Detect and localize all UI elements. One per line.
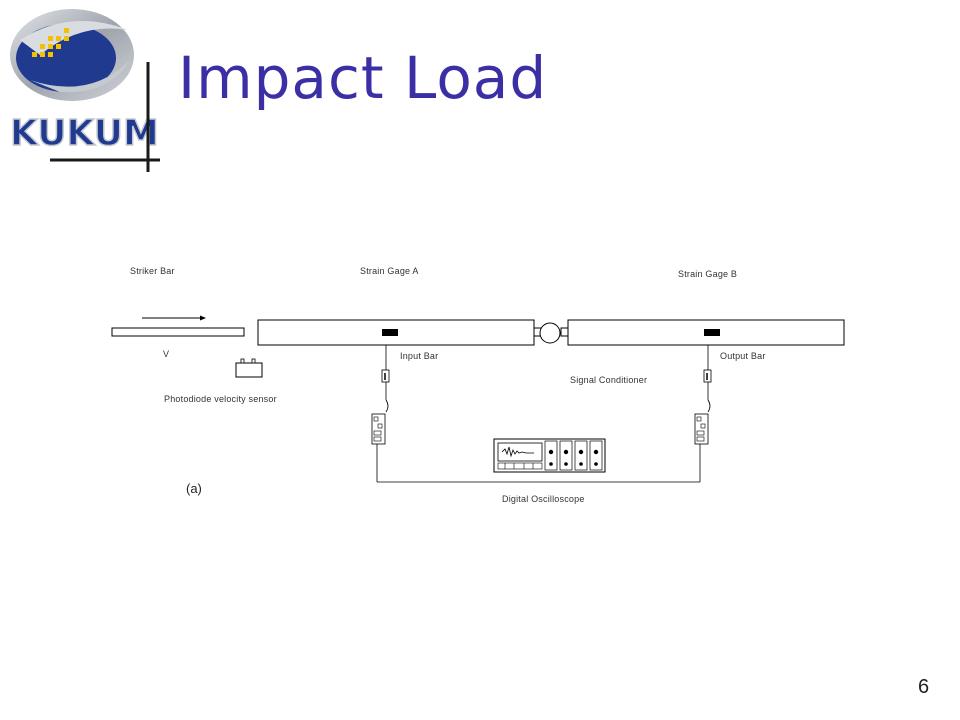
signal-conditioner-a <box>371 413 386 445</box>
label-strain-gage-b: Strain Gage B <box>678 269 738 279</box>
specimen <box>539 322 561 344</box>
kukum-logo: KUKUM <box>9 9 160 172</box>
label-signal-conditioner: Signal Conditioner <box>570 375 648 385</box>
strain-gage-b <box>704 329 720 336</box>
label-photodiode-sensor: Photodiode velocity sensor <box>164 394 277 404</box>
figure-tag: (a) <box>186 481 202 496</box>
digital-oscilloscope <box>493 438 606 473</box>
label-striker-bar: Striker Bar <box>130 266 175 276</box>
label-digital-oscilloscope: Digital Oscilloscope <box>502 494 585 504</box>
label-input-bar: Input Bar <box>400 351 439 361</box>
striker-bar <box>111 327 245 337</box>
signal-conditioner-b <box>694 413 709 445</box>
page-number: 6 <box>918 676 930 698</box>
logo-text: KUKUM <box>10 113 159 154</box>
photodiode-sensor <box>235 358 263 378</box>
label-velocity: V <box>163 349 170 359</box>
strain-gage-a <box>382 329 398 336</box>
label-output-bar: Output Bar <box>720 351 766 361</box>
slide-title: Impact Load <box>178 44 548 112</box>
label-strain-gage-a: Strain Gage A <box>360 266 419 276</box>
